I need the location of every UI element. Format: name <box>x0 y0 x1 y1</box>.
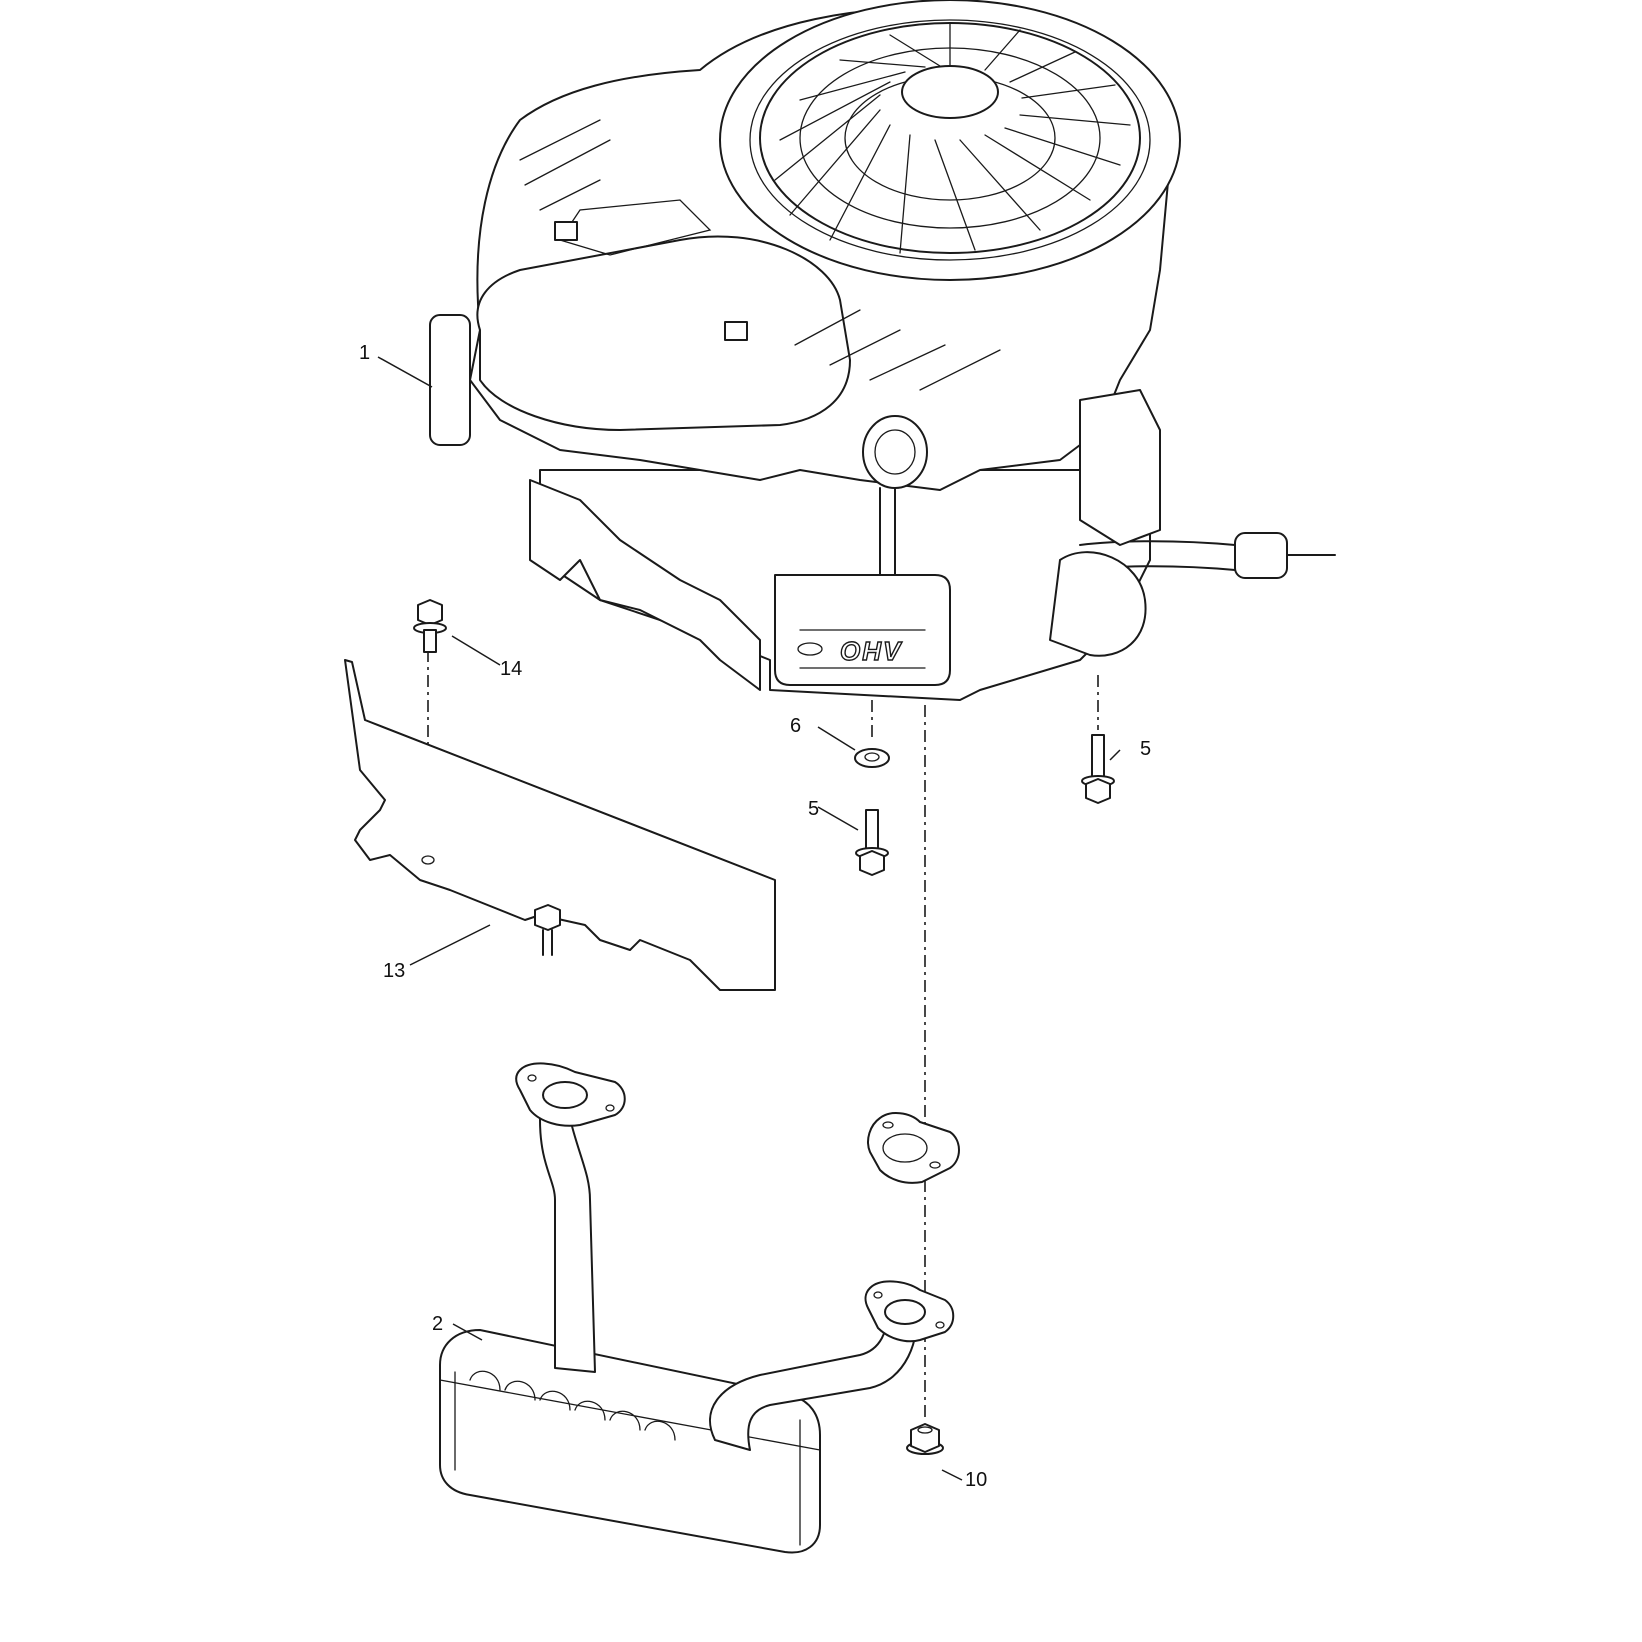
callout-6: 6 <box>790 715 801 737</box>
callout-14: 14 <box>500 658 522 680</box>
heat-shield <box>344 659 776 991</box>
cooling-fan-grille <box>759 22 1141 254</box>
callout-labels: 1 14 6 5 5 13 2 10 <box>359 342 1151 1491</box>
callout-leaders <box>377 356 1121 1481</box>
callout-5-right: 5 <box>1140 738 1151 760</box>
callout-5-center: 5 <box>808 798 819 820</box>
engine-assembly: OHV <box>429 0 1336 701</box>
flange-bolt-part-5-center <box>855 809 889 876</box>
exhaust-gasket <box>867 1112 960 1184</box>
flange-nut-part-10 <box>906 1423 944 1455</box>
muffler <box>439 1062 955 1554</box>
flange-bolt-part-5-right <box>1081 734 1115 804</box>
assembly-centerlines <box>427 650 1099 1420</box>
callout-1: 1 <box>359 342 370 364</box>
washer-part-6 <box>854 748 890 768</box>
callout-13: 13 <box>383 960 405 982</box>
ohv-brand-text: OHV <box>840 636 903 666</box>
callout-2: 2 <box>432 1313 443 1335</box>
flange-bolt-part-14 <box>413 599 447 653</box>
callout-10: 10 <box>965 1469 987 1491</box>
